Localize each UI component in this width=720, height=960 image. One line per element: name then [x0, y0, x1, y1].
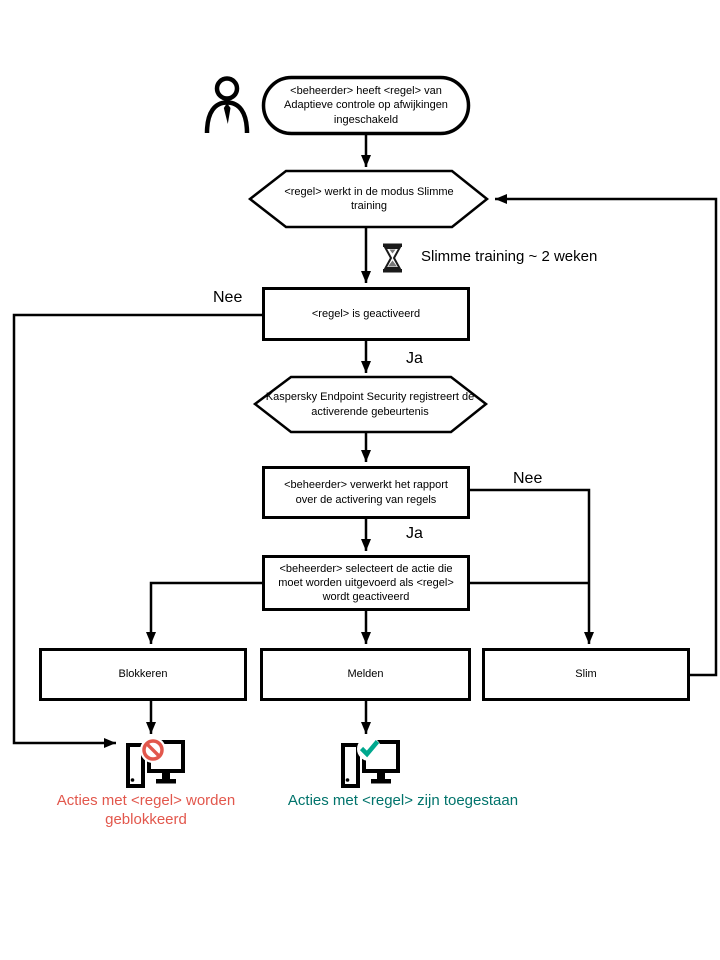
nee-label-left: Nee	[213, 289, 243, 306]
checkmark-icon	[359, 740, 380, 758]
node-selects-action: <beheerder> selecteert de actie die moet…	[262, 555, 470, 611]
person-icon	[204, 76, 250, 134]
node-training-mode: <regel> werkt in de modus Slimme trainin…	[284, 185, 454, 212]
node-action-melden: Melden	[260, 648, 471, 701]
connector-triggered-nee-loop	[12, 313, 262, 748]
computer-blocked-icon	[126, 737, 185, 788]
node-rule-triggered: <regel> is geactiveerd	[262, 287, 470, 341]
ja-label-bottom: Ja	[406, 525, 423, 542]
training-duration-label: Slimme training ~ 2 weken	[421, 248, 598, 265]
computer-allowed-icon	[341, 737, 400, 788]
training-hexagon-shape	[247, 169, 490, 229]
hourglass-icon	[383, 243, 402, 273]
node-action-slim: Slim	[482, 648, 690, 701]
registers-hexagon-shape	[252, 375, 489, 434]
nee-label-right: Nee	[513, 470, 543, 487]
node-start: <beheerder> heeft <regel> van Adaptieve …	[284, 85, 448, 126]
ja-label-top: Ja	[406, 350, 423, 367]
connector-slim-feedback-loop	[495, 194, 718, 677]
node-registers-event: Kaspersky Endpoint Security registreert …	[265, 391, 475, 418]
prohibition-icon	[142, 739, 164, 761]
node-processes-report: <beheerder> verwerkt het rapport over de…	[262, 466, 470, 519]
connector-select-to-blokkeren	[146, 581, 262, 644]
caption-actions-blocked: Acties met <regel> worden geblokkeerd	[56, 792, 236, 828]
start-terminator-shape	[261, 75, 471, 136]
connector-report-nee-to-slim	[470, 488, 594, 644]
caption-actions-allowed: Acties met <regel> zijn toegestaan	[287, 792, 519, 809]
node-action-blokkeren: Blokkeren	[39, 648, 247, 701]
